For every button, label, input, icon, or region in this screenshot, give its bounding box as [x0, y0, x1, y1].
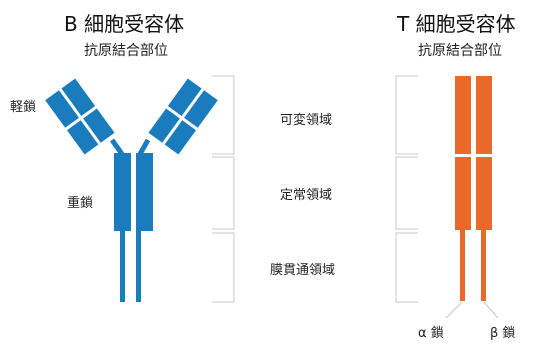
- bcr-hinge-left: [109, 138, 125, 156]
- bracket-left-variable: [212, 75, 235, 155]
- bracket-right-constant: [395, 156, 418, 230]
- tcr-alpha-stalk: [460, 229, 465, 301]
- bcr-left-light-constant: [66, 120, 99, 155]
- bracket-right-transmembrane: [395, 232, 418, 303]
- bcr-left-heavy-constant: [83, 108, 115, 143]
- bracket-left-constant: [212, 156, 235, 230]
- tcr-alpha-variable: [455, 76, 471, 154]
- bcr-right-light-variable: [184, 90, 218, 128]
- bcr-right-heavy-variable: [167, 78, 202, 117]
- bcr-right-light-constant: [164, 120, 197, 155]
- tcr-beta-constant: [476, 157, 492, 230]
- b-cell-receptor: [45, 78, 218, 302]
- bcr-heavy-constant-left: [114, 153, 131, 231]
- beta-leader-line: [483, 301, 499, 319]
- bcr-right-heavy-constant: [148, 108, 180, 143]
- heavy-chain-label: 重鎖: [67, 196, 94, 211]
- bcr-right-arm: [148, 78, 218, 155]
- tcr-subtitle: 抗原結合部位: [418, 43, 502, 59]
- alpha-chain-label: α 鎖: [418, 326, 444, 341]
- t-cell-receptor: [445, 76, 499, 319]
- bcr-left-light-variable: [45, 90, 79, 128]
- bcr-title: B 細胞受容体: [64, 12, 185, 36]
- bcr-left-arm: [45, 78, 115, 155]
- bcr-subtitle: 抗原結合部位: [84, 43, 168, 59]
- beta-chain-label: β 鎖: [490, 326, 516, 341]
- tcr-alpha-constant: [455, 157, 471, 230]
- bcr-left-heavy-variable: [61, 78, 96, 117]
- bcr-heavy-constant-right: [136, 153, 153, 231]
- bcr-hinge-right: [137, 138, 151, 156]
- constant-region-label: 定常領域: [280, 188, 333, 203]
- transmembrane-region-label: 膜貫通領域: [270, 263, 336, 278]
- bracket-right-variable: [395, 75, 418, 155]
- bracket-left-transmembrane: [212, 232, 235, 303]
- bcr-heavy-stalk-left: [120, 230, 125, 302]
- tcr-title: T 細胞受容体: [397, 12, 516, 36]
- tcr-beta-variable: [476, 76, 492, 154]
- bcr-heavy-stalk-right: [136, 230, 141, 302]
- light-chain-label: 軽鎖: [10, 100, 37, 115]
- region-brackets: [212, 75, 418, 303]
- tcr-beta-stalk: [481, 229, 486, 301]
- alpha-leader-line: [445, 301, 463, 319]
- variable-region-label: 可変領域: [280, 113, 333, 128]
